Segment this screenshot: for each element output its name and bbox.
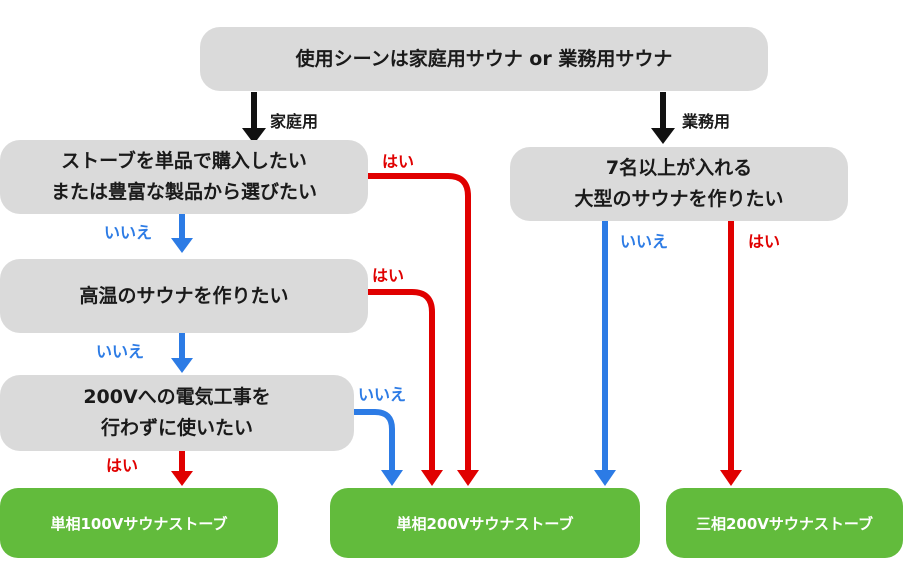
label-yes-hightemp: はい [372,266,405,285]
label-no-large: いいえ [620,232,669,251]
result-three-200v-text: 三相200Vサウナストーブ [695,514,874,533]
label-no-stove: いいえ [104,223,153,242]
arrow-yes-no200v [171,450,193,486]
question-hightemp: 高温のサウナを作りたい [0,259,368,333]
question-large-line2: 大型のサウナを作りたい [574,188,784,210]
question-usage-text: 使用シーンは家庭用サウナ or 業務用サウナ [295,47,673,70]
arrow-home [242,92,266,144]
result-single-100v-text: 単相100Vサウナストーブ [50,514,228,533]
question-stove: ストーブを単品で購入したい または豊富な製品から選びたい [0,140,368,214]
arrow-no-no200v [354,409,403,486]
label-no-hightemp: いいえ [96,342,145,361]
result-three-200v: 三相200Vサウナストーブ [666,488,903,558]
question-usage: 使用シーンは家庭用サウナ or 業務用サウナ [200,27,768,91]
question-stove-line2: または豊富な製品から選びたい [50,181,317,203]
question-large-line1: 7名以上が入れる [605,157,753,179]
arrow-no-stove [171,213,193,253]
arrow-no-large [594,220,616,486]
arrow-business [651,92,675,144]
result-single-200v-text: 単相200Vサウナストーブ [396,514,574,533]
label-yes-stove: はい [382,152,415,171]
question-stove-line1: ストーブを単品で購入したい [61,150,307,172]
label-yes-no200v: はい [106,456,139,475]
label-home: 家庭用 [270,112,319,131]
arrow-no-hightemp [171,333,193,373]
arrow-yes-stove [368,173,479,486]
question-no200v-line2: 行わずに使いたい [100,417,253,439]
result-single-200v: 単相200Vサウナストーブ [330,488,640,558]
arrow-yes-hightemp [368,289,443,486]
question-large: 7名以上が入れる 大型のサウナを作りたい [510,147,848,221]
question-hightemp-text: 高温のサウナを作りたい [79,284,289,307]
label-no-no200v: いいえ [358,385,407,404]
arrow-yes-large [720,220,742,486]
result-single-100v: 単相100Vサウナストーブ [0,488,278,558]
question-no200v: 200Vへの電気工事を 行わずに使いたい [0,375,354,451]
label-yes-large: はい [748,232,781,251]
label-business: 業務用 [682,112,731,131]
question-no200v-line1: 200Vへの電気工事を [83,386,271,408]
